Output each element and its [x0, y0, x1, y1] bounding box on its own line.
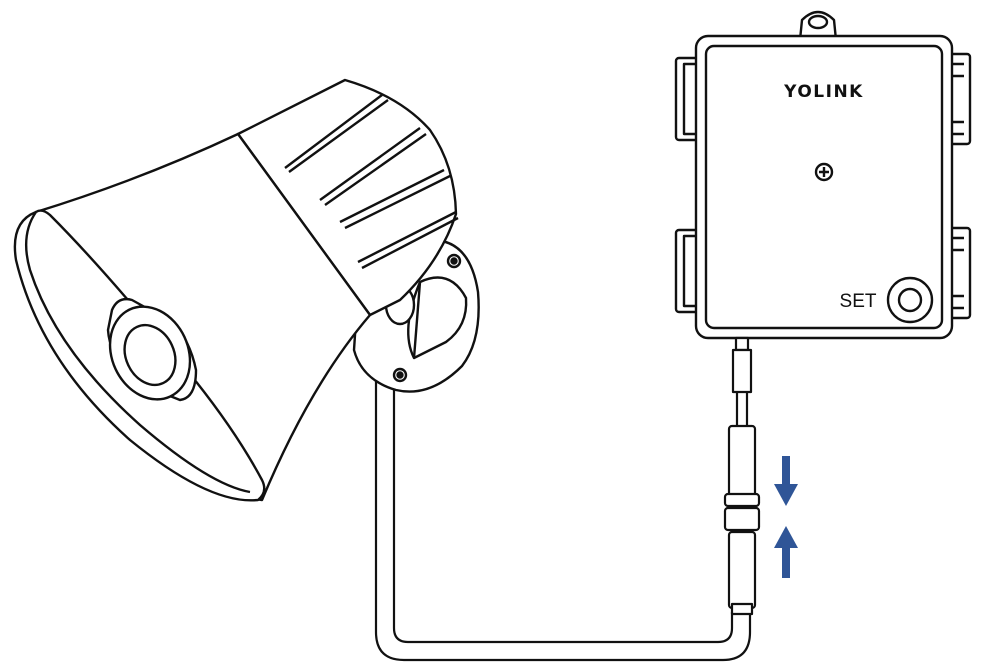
set-button-label: SET — [840, 291, 877, 312]
arrow-up-icon — [774, 526, 798, 578]
set-button[interactable] — [888, 278, 932, 322]
cable-connector — [723, 336, 761, 616]
connection-cable — [374, 338, 752, 662]
siren-horn — [13, 78, 459, 502]
arrow-down-icon — [774, 456, 798, 506]
brand-label: YOLINK — [783, 82, 864, 102]
controller-box — [674, 10, 972, 340]
